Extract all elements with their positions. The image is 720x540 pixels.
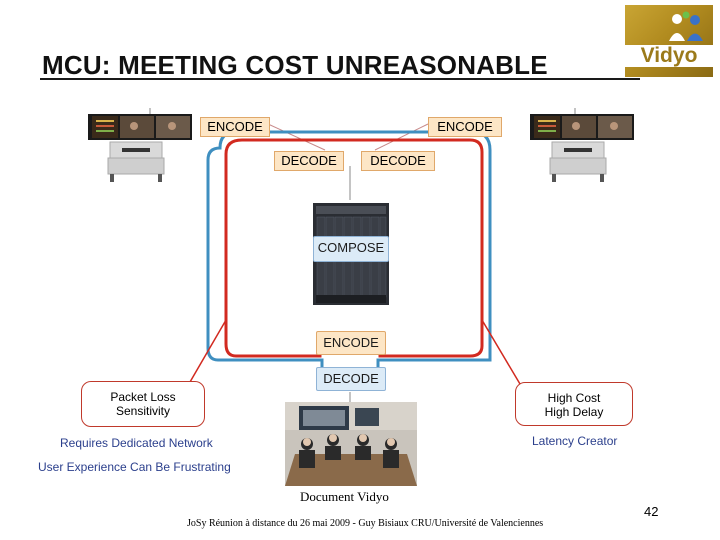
vidyo-people-mark [669,11,703,41]
packet-loss-callout: Packet Loss Sensitivity [81,381,205,427]
document-credit: Document Vidyo [300,489,389,504]
left-callout-tail [178,319,227,383]
requires-network-note: Requires Dedicated Network [60,436,213,450]
encode-right-label: ENCODE [428,117,502,137]
encode-right-link [374,123,429,151]
high-cost-line2: High Delay [544,405,604,419]
encode-left-label: ENCODE [200,117,270,137]
encode-left-link [267,123,326,151]
page-number: 42 [644,504,659,519]
compose-node: COMPOSE [313,236,389,262]
high-cost-line1: High Cost [547,391,601,405]
footer-text: JoSy Réunion à distance du 26 mai 2009 -… [187,518,544,529]
latency-creator-note: Latency Creator [532,434,618,448]
decode-left-label: DECODE [274,151,344,171]
logo-wordmark: Vidyo [640,44,698,67]
decode-mcu-node: DECODE [316,367,386,391]
user-experience-note: User Experience Can Be Frustrating [38,460,231,474]
slide-title: MCU: MEETING COST UNREASONABLE [42,50,548,80]
encode-mcu-node: ENCODE [316,331,386,355]
high-cost-callout: High Cost High Delay [515,382,633,426]
title-underline [40,78,640,80]
conference-room-photo [285,402,417,486]
left-video-station [88,114,192,182]
vidyo-logo: Vidyo [625,5,713,77]
right-video-station [530,114,634,182]
decode-right-label: DECODE [361,151,435,171]
packet-loss-line1: Packet Loss [110,390,176,404]
packet-loss-line2: Sensitivity [115,404,171,418]
logo-band [625,45,713,67]
